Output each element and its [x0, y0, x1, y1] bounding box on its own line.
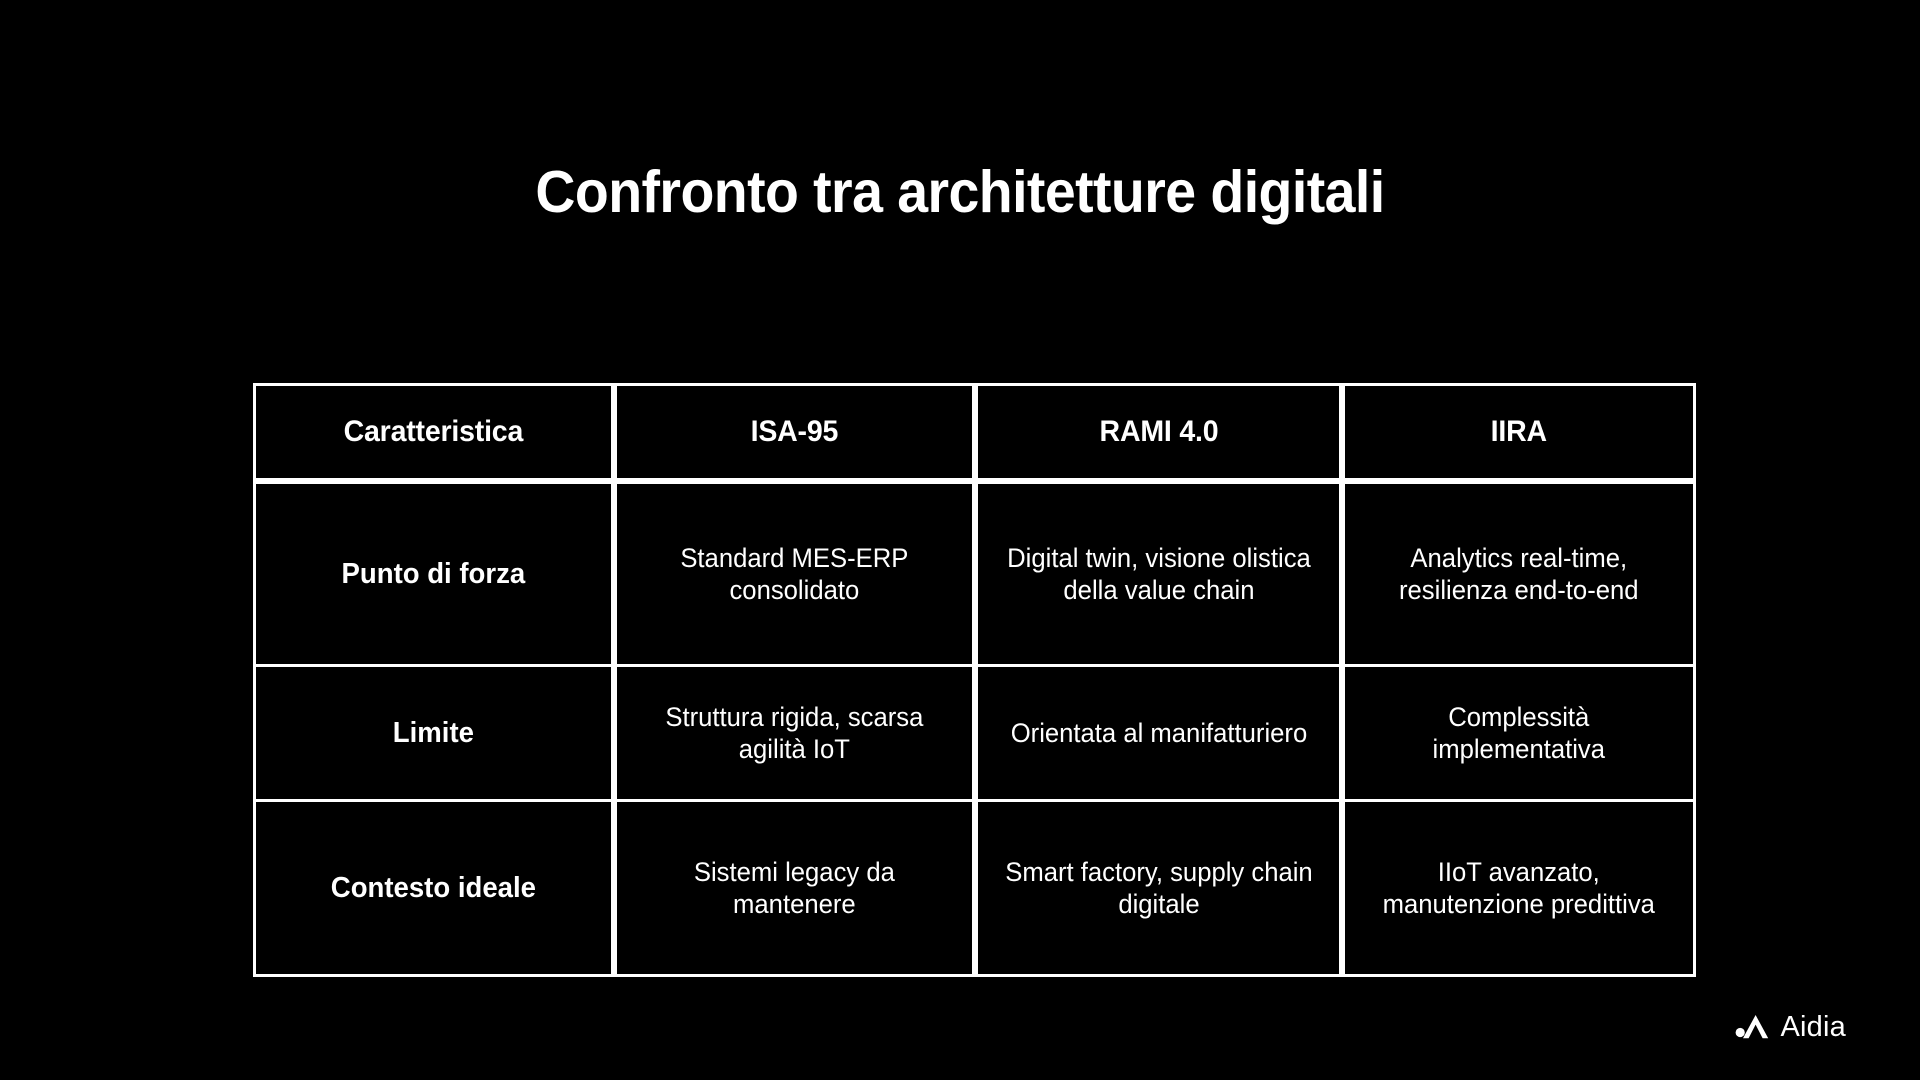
row-header-punto-di-forza-label: Punto di forza	[341, 557, 526, 590]
brand-logo: Aidia	[1735, 1010, 1847, 1044]
cell-limite-rami40: Orientata al manifatturiero	[974, 667, 1343, 802]
row-header-contesto-ideale: Contesto ideale	[253, 802, 614, 977]
column-header-caratteristica-label: Caratteristica	[343, 415, 524, 448]
column-header-iira-label: IIRA	[1491, 415, 1548, 448]
comparison-table-container: Caratteristica ISA-95 RAMI 4.0 IIRA	[253, 383, 1696, 977]
cell-contesto-ideale-isa95: Sistemi legacy da mantenere	[613, 802, 975, 977]
cell-limite-isa95: Struttura rigida, scarsa agilità IoT	[613, 667, 975, 802]
table-header-row: Caratteristica ISA-95 RAMI 4.0 IIRA	[253, 383, 1696, 481]
column-header-rami40-label: RAMI 4.0	[1099, 415, 1218, 448]
aidia-logo-icon	[1735, 1015, 1768, 1039]
table-row: Limite Struttura rigida, scarsa agilità …	[253, 667, 1696, 802]
cell-punto-di-forza-isa95: Standard MES-ERP consolidato	[613, 481, 975, 667]
row-header-punto-di-forza: Punto di forza	[253, 481, 614, 667]
cell-limite-isa95-text: Struttura rigida, scarsa agilità IoT	[665, 701, 924, 764]
cell-contesto-ideale-iira-text: IIoT avanzato, manutenzione predittiva	[1383, 856, 1656, 919]
comparison-table: Caratteristica ISA-95 RAMI 4.0 IIRA	[253, 383, 1696, 977]
cell-punto-di-forza-rami40-text: Digital twin, visione olistica della val…	[1006, 542, 1311, 605]
column-header-isa95-label: ISA-95	[750, 415, 838, 448]
cell-punto-di-forza-rami40: Digital twin, visione olistica della val…	[974, 481, 1343, 667]
row-header-limite-label: Limite	[392, 716, 474, 749]
cell-punto-di-forza-iira-text: Analytics real-time, resilienza end-to-e…	[1399, 542, 1639, 605]
page-title: Confronto tra architetture digitali	[535, 159, 1385, 225]
table-row: Punto di forza Standard MES-ERP consolid…	[253, 481, 1696, 667]
cell-punto-di-forza-iira: Analytics real-time, resilienza end-to-e…	[1342, 481, 1696, 667]
cell-contesto-ideale-iira: IIoT avanzato, manutenzione predittiva	[1342, 802, 1696, 977]
cell-contesto-ideale-rami40-text: Smart factory, supply chain digitale	[1004, 856, 1313, 919]
row-header-limite: Limite	[253, 667, 614, 802]
cell-limite-rami40-text: Orientata al manifatturiero	[1010, 717, 1307, 748]
column-header-rami40: RAMI 4.0	[974, 383, 1343, 481]
row-header-contesto-ideale-label: Contesto ideale	[330, 871, 536, 904]
cell-limite-iira: Complessità implementativa	[1342, 667, 1696, 802]
cell-limite-iira-text: Complessità implementativa	[1432, 701, 1606, 764]
table-body: Punto di forza Standard MES-ERP consolid…	[253, 481, 1696, 977]
table-header: Caratteristica ISA-95 RAMI 4.0 IIRA	[253, 383, 1696, 481]
brand-name-label: Aidia	[1780, 1010, 1846, 1043]
cell-contesto-ideale-rami40: Smart factory, supply chain digitale	[974, 802, 1343, 977]
table-row: Contesto ideale Sistemi legacy da manten…	[253, 802, 1696, 977]
column-header-isa95: ISA-95	[613, 383, 975, 481]
column-header-iira: IIRA	[1342, 383, 1696, 481]
column-header-caratteristica: Caratteristica	[253, 383, 614, 481]
cell-contesto-ideale-isa95-text: Sistemi legacy da mantenere	[693, 856, 895, 919]
cell-punto-di-forza-isa95-text: Standard MES-ERP consolidato	[680, 542, 909, 605]
